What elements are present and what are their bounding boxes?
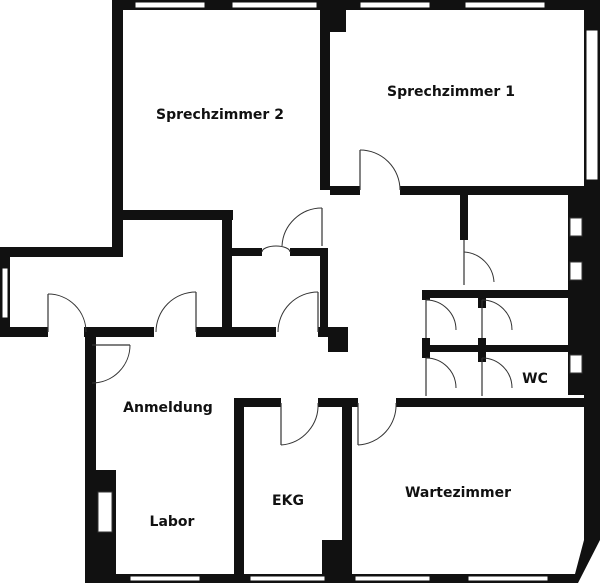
label-ekg: EKG — [272, 493, 304, 509]
label-wc: WC — [522, 371, 548, 387]
room-labels: Sprechzimmer 2 Sprechzimmer 1 WC Anmeldu… — [123, 84, 548, 530]
label-sprechzimmer-2: Sprechzimmer 2 — [156, 107, 284, 123]
doors — [47, 149, 513, 446]
label-labor: Labor — [150, 514, 195, 530]
label-sprechzimmer-1: Sprechzimmer 1 — [387, 84, 515, 100]
interior-walls — [123, 0, 584, 574]
label-anmeldung: Anmeldung — [123, 400, 213, 416]
label-wartezimmer: Wartezimmer — [405, 485, 511, 501]
fixtures — [97, 217, 583, 533]
